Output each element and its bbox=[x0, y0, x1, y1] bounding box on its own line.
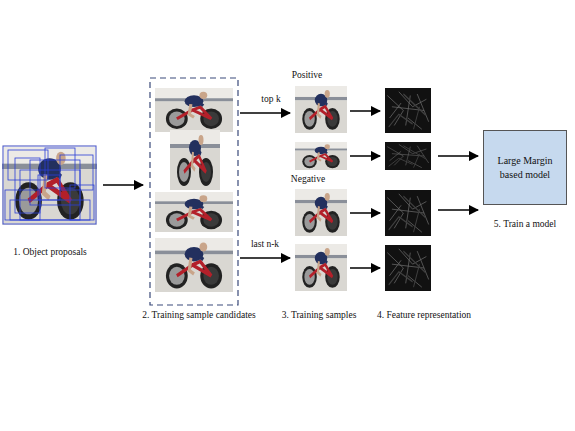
object-proposal-image bbox=[2, 145, 97, 225]
model-box: Large Margin based model bbox=[483, 130, 567, 205]
dashed-group-border bbox=[150, 78, 238, 305]
flow-arrow bbox=[240, 257, 290, 259]
flow-arrow bbox=[240, 112, 290, 114]
step-caption: 3. Training samples bbox=[282, 311, 357, 321]
feature-maps bbox=[385, 88, 431, 291]
box-label: Large Margin based model bbox=[494, 154, 556, 181]
step-caption: 4. Feature representation bbox=[377, 311, 471, 321]
step-caption: 5. Train a model bbox=[494, 220, 556, 230]
training-sample-images bbox=[295, 86, 347, 291]
flow-arrows bbox=[350, 111, 478, 268]
arrow-label: top k bbox=[261, 95, 280, 105]
step-caption: 2. Training sample candidates bbox=[142, 311, 255, 321]
arrow-label: last n-k bbox=[251, 240, 279, 250]
group-label: Positive bbox=[292, 71, 323, 81]
group-label: Negative bbox=[291, 175, 325, 185]
candidate-images bbox=[155, 88, 233, 292]
step-caption: 1. Object proposals bbox=[13, 248, 87, 258]
flow-arrow bbox=[103, 184, 143, 186]
